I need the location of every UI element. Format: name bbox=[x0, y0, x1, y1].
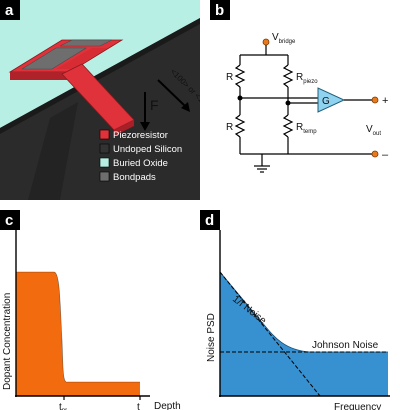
amplifier-label: G bbox=[322, 96, 330, 107]
resistor-piezo bbox=[282, 64, 294, 88]
vout-plus-terminal bbox=[371, 96, 379, 104]
tick-label-t: t bbox=[137, 402, 140, 410]
chip-edge bbox=[0, 18, 200, 134]
legend-label: Bondpads bbox=[113, 172, 156, 183]
piezoresistor-gap bbox=[56, 48, 108, 69]
panel-a-label-box bbox=[0, 0, 20, 20]
resistor-left-bottom bbox=[234, 114, 246, 138]
panel-c: c tpr t Depth Dopant Concentration bbox=[0, 210, 200, 410]
resistor-left-bottom-label: R bbox=[226, 122, 233, 133]
legend-swatch bbox=[99, 143, 110, 154]
noise-psd-line bbox=[219, 271, 388, 353]
vout-label: Vout bbox=[366, 124, 381, 137]
legend-item: Piezoresistor bbox=[99, 129, 168, 141]
noise-psd-area bbox=[220, 272, 388, 396]
panel-b-label-box bbox=[210, 0, 230, 20]
resistor-left-top bbox=[234, 64, 246, 88]
legend-label: Buried Oxide bbox=[113, 158, 168, 169]
legend-label: Undoped Silicon bbox=[113, 144, 182, 155]
noise-psd-plot: d 1/f Noise Johnson Noise Frequency Nois… bbox=[200, 210, 390, 410]
legend-item: Buried Oxide bbox=[99, 157, 168, 169]
one-over-f-asymptote bbox=[219, 271, 321, 397]
piezoresistor-base-side bbox=[10, 72, 70, 80]
amplifier bbox=[317, 87, 346, 113]
force-label: F bbox=[150, 97, 159, 113]
y-axis-label: Noise PSD bbox=[206, 313, 217, 362]
dopant-profile-line bbox=[16, 271, 140, 383]
legend-swatch bbox=[99, 129, 110, 140]
panel-b-label: b bbox=[215, 2, 224, 19]
resistor-temp-label: Rtemp bbox=[296, 122, 317, 135]
resistor-piezo-label: Rpiezo bbox=[296, 72, 318, 85]
panel-c-label-box bbox=[0, 210, 20, 230]
cantilever-illustration: F <100> or <110> a PiezoresistorUndoped … bbox=[0, 0, 200, 200]
vbridge-terminal bbox=[262, 38, 270, 46]
panel-a-label: a bbox=[5, 2, 14, 19]
vout-plus-label: + bbox=[382, 95, 388, 107]
bondpad-left bbox=[20, 47, 88, 70]
y-axis-label: Dopant Concentration bbox=[2, 293, 13, 390]
cantilever-tip bbox=[114, 120, 134, 136]
vout-minus-terminal bbox=[371, 150, 379, 158]
x-axis-label: Frequency bbox=[334, 402, 381, 410]
panel-b: b Vbridge R Rpiezo G + R bbox=[200, 0, 400, 200]
dopant-profile-plot: c tpr t Depth Dopant Concentration bbox=[0, 210, 181, 410]
orientation-arrow bbox=[157, 79, 186, 107]
bridge-circuit: b Vbridge R Rpiezo G + R bbox=[210, 0, 389, 173]
resistor-temp bbox=[282, 114, 294, 138]
cantilever-shadow bbox=[28, 102, 78, 200]
panel-d-label: d bbox=[205, 212, 214, 229]
resistor-left-top-label: R bbox=[226, 72, 233, 83]
x-axis-label: Depth bbox=[154, 401, 181, 410]
panel-d: d 1/f Noise Johnson Noise Frequency Nois… bbox=[200, 210, 400, 410]
legend-swatch bbox=[99, 171, 110, 182]
tick-label-tpr: tpr bbox=[59, 402, 67, 410]
bondpad-right bbox=[59, 39, 113, 47]
vout-minus-label: – bbox=[382, 149, 389, 161]
dopant-profile-area bbox=[16, 272, 140, 396]
panel-d-label-box bbox=[200, 210, 220, 230]
orientation-arrowhead bbox=[181, 102, 190, 112]
force-arrowhead bbox=[140, 122, 150, 131]
johnson-noise-label: Johnson Noise bbox=[312, 340, 379, 351]
legend-item: Bondpads bbox=[99, 171, 156, 183]
panel-a: F <100> or <110> a PiezoresistorUndoped … bbox=[0, 0, 200, 200]
legend-swatch bbox=[99, 157, 110, 168]
buried-oxide-surface bbox=[0, 0, 200, 128]
legend-item: Undoped Silicon bbox=[99, 143, 182, 155]
panel-c-label: c bbox=[5, 212, 13, 229]
vbridge-label: Vbridge bbox=[272, 32, 296, 45]
legend-label: Piezoresistor bbox=[113, 130, 168, 141]
